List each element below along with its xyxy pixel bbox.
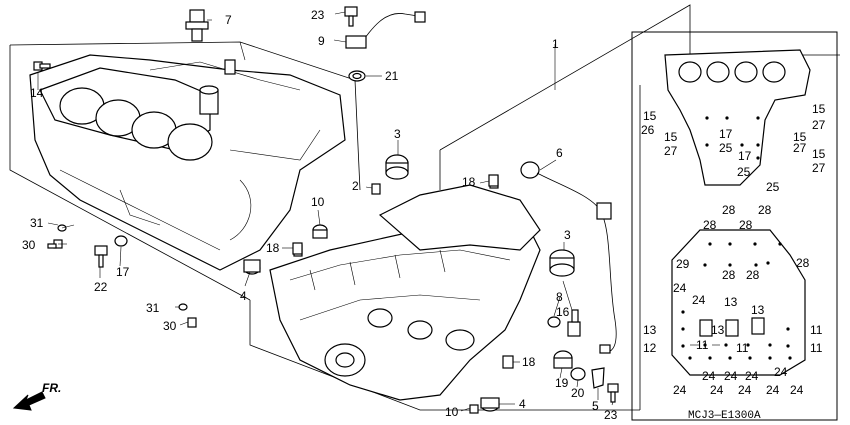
- front-direction-arrow: FR.: [12, 381, 61, 411]
- leader-lines: [37, 11, 614, 412]
- inset-callout-24-i: 24: [738, 383, 752, 397]
- inset-callout-11-b: 11: [696, 338, 709, 352]
- callout-17-left: 17: [116, 265, 130, 279]
- inset-callout-24-a: 24: [673, 281, 687, 295]
- inset-callout-24-d: 24: [724, 369, 738, 383]
- inset-callout-labels: 15 26 15 27 17 25 17 25 15 27 15 27 15 2…: [641, 102, 826, 397]
- callout-23-top: 23: [311, 8, 325, 22]
- inset-callout-25-b: 25: [737, 165, 751, 179]
- callout-18-right: 18: [522, 355, 536, 369]
- diagram-code: MCJ3—E1300A: [688, 410, 761, 422]
- inset-callout-24-j: 24: [766, 383, 780, 397]
- callout-19: 19: [555, 376, 569, 390]
- inset-callout-27-d: 27: [812, 161, 826, 175]
- inset-callout-24-c: 24: [702, 369, 716, 383]
- inset-callout-29: 29: [676, 257, 690, 271]
- inset-callout-24-h: 24: [710, 383, 724, 397]
- inset-callout-28-c: 28: [739, 218, 753, 232]
- inset-callout-26: 26: [641, 123, 655, 137]
- callout-20: 20: [571, 386, 585, 400]
- callout-8: 8: [556, 290, 563, 304]
- callout-30-left: 30: [22, 238, 36, 252]
- callout-6: 6: [556, 146, 563, 160]
- callout-30-lower: 30: [163, 319, 177, 333]
- callout-7: 7: [225, 13, 232, 27]
- inset-callout-11-d: 11: [810, 341, 823, 355]
- inset-callout-17-a: 17: [719, 127, 733, 141]
- inset-callout-27-c: 27: [793, 141, 807, 155]
- inset-callout-25-c: 25: [766, 180, 780, 194]
- inset-callout-13-d: 13: [711, 323, 725, 337]
- callout-2: 2: [352, 179, 359, 193]
- inset-callout-11-a: 11: [810, 323, 823, 337]
- callout-18-top: 18: [462, 175, 476, 189]
- callout-16: 16: [556, 305, 570, 319]
- inset-callout-15-b: 15: [664, 130, 678, 144]
- inset-callout-28-f: 28: [722, 268, 736, 282]
- inset-callout-28-e: 28: [796, 256, 810, 270]
- callout-18-left: 18: [266, 241, 280, 255]
- callout-14: 14: [30, 86, 44, 100]
- callout-4-lower: 4: [519, 397, 526, 411]
- front-label: FR.: [42, 381, 61, 395]
- callout-labels: 7 23 9 21 1 14 3 6 2 18 10 31 3 30 18 17…: [22, 8, 618, 422]
- inset-callout-15-c: 15: [812, 102, 826, 116]
- inset-callout-24-b: 24: [692, 293, 706, 307]
- inset-callout-13-a: 13: [724, 295, 738, 309]
- callout-10-upper: 10: [311, 195, 325, 209]
- lower-crankcase: [269, 175, 541, 401]
- inset-callout-24-k: 24: [790, 383, 804, 397]
- inset-callout-12: 12: [643, 341, 657, 355]
- inset-callout-25-a: 25: [719, 141, 733, 155]
- callout-1: 1: [552, 37, 559, 51]
- callout-4-left: 4: [240, 289, 247, 303]
- inset-callout-15-e: 15: [812, 147, 826, 161]
- callout-23-lower: 23: [604, 408, 618, 422]
- inset-callout-13-b: 13: [751, 303, 765, 317]
- callout-22: 22: [94, 280, 108, 294]
- inset-callout-17-b: 17: [738, 149, 752, 163]
- inset-callout-24-g: 24: [673, 383, 687, 397]
- callout-21: 21: [385, 69, 399, 83]
- callout-5: 5: [592, 399, 599, 413]
- inset-callout-24-e: 24: [745, 369, 759, 383]
- inset-callout-27-b: 27: [812, 118, 826, 132]
- callout-3-right: 3: [564, 228, 571, 242]
- bolt-sequence-inset: [631, 31, 838, 421]
- inset-callout-27-a: 27: [664, 144, 678, 158]
- callout-31-left: 31: [30, 216, 44, 230]
- inset-callout-15-d: 15: [793, 130, 807, 144]
- callout-9: 9: [318, 34, 325, 48]
- inset-callout-11-c: 11: [736, 341, 749, 355]
- inset-callout-28-b: 28: [703, 218, 717, 232]
- callout-10-lower: 10: [445, 405, 459, 419]
- callout-31-lower: 31: [146, 301, 160, 315]
- upper-crankcase: [29, 54, 346, 271]
- callout-3-upper: 3: [394, 127, 401, 141]
- upper-crankcase-frame: [9, 41, 361, 301]
- inset-callout-13-c: 13: [643, 323, 657, 337]
- inset-callout-28-a: 28: [722, 203, 736, 217]
- inset-callout-28-d: 28: [758, 203, 772, 217]
- inset-callout-24-f: 24: [774, 365, 788, 379]
- inset-callout-15-a: 15: [643, 109, 657, 123]
- inset-callout-28-g: 28: [746, 268, 760, 282]
